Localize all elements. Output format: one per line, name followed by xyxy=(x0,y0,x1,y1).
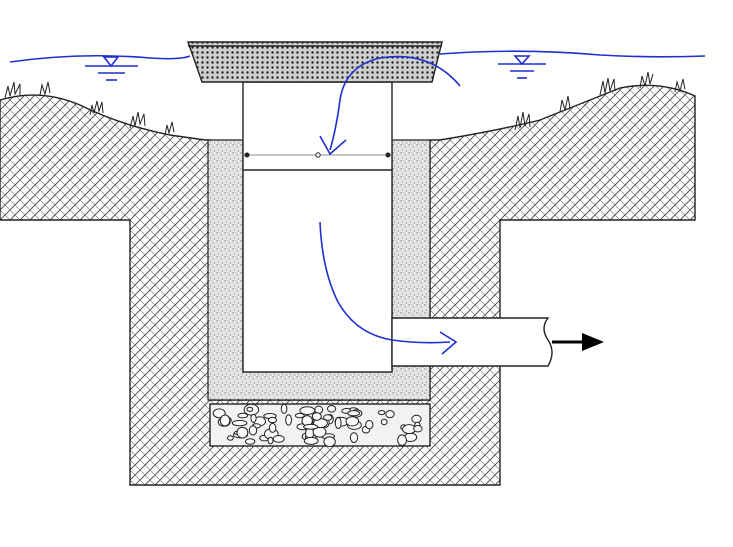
bolt-left xyxy=(244,152,250,158)
gravel-stone xyxy=(268,422,277,433)
water-line-left xyxy=(9,54,191,63)
gravel-stone xyxy=(327,405,337,413)
gravel-stone xyxy=(231,419,248,427)
gravel-stone xyxy=(347,410,361,417)
gravel-stones xyxy=(212,403,423,448)
gravel-stone xyxy=(219,414,231,427)
gravel-stone xyxy=(303,436,319,445)
flow-arrow-inlet xyxy=(329,55,461,151)
gravel-stone xyxy=(246,406,254,412)
gravel-stone xyxy=(272,435,285,443)
gravel-stone xyxy=(267,416,278,424)
flow-arrow-outlet xyxy=(319,221,451,344)
water-level-symbol-right xyxy=(498,55,546,79)
bolt-center xyxy=(315,152,321,158)
gravel-stone xyxy=(349,432,359,444)
gravel-stone xyxy=(294,413,305,419)
gravel-stone xyxy=(323,436,336,448)
outlet-arrow xyxy=(552,333,604,351)
flow-arrow-inlet-head xyxy=(319,135,347,156)
soil-mass xyxy=(0,84,696,486)
gravel-stone xyxy=(280,403,288,414)
gravel-stone xyxy=(413,425,423,433)
gravel-stone xyxy=(237,412,249,419)
flow-arrow-outlet-head xyxy=(439,331,458,355)
gravel-stone xyxy=(250,413,257,423)
grate-cover xyxy=(187,41,443,83)
gravel-stone xyxy=(311,412,322,421)
gravel-stone xyxy=(323,414,333,421)
gravel-stone xyxy=(244,438,256,445)
basin-interior xyxy=(242,81,393,373)
water-line-right xyxy=(439,50,706,58)
gravel-stone xyxy=(377,410,386,416)
gravel-stone xyxy=(267,436,274,445)
gravel-stone xyxy=(385,410,395,419)
gravel-stone xyxy=(345,416,360,427)
water-level-symbol-left xyxy=(85,56,138,81)
gravel-stone xyxy=(248,425,258,436)
gravel-stone xyxy=(397,434,407,447)
gravel-stone xyxy=(411,414,422,424)
gravel-stone xyxy=(236,426,249,439)
gravel-stone xyxy=(303,423,319,430)
outlet-pipe xyxy=(391,317,553,367)
gravel-stone xyxy=(334,417,342,429)
bolt-right xyxy=(385,152,391,158)
gravel-stone xyxy=(380,418,388,426)
gravel-stone xyxy=(365,420,374,430)
gravel-stone xyxy=(227,435,234,441)
grass-right xyxy=(514,71,686,131)
gravel-stone xyxy=(299,406,316,416)
gravel-stone xyxy=(285,414,293,426)
grass-left xyxy=(4,81,175,136)
